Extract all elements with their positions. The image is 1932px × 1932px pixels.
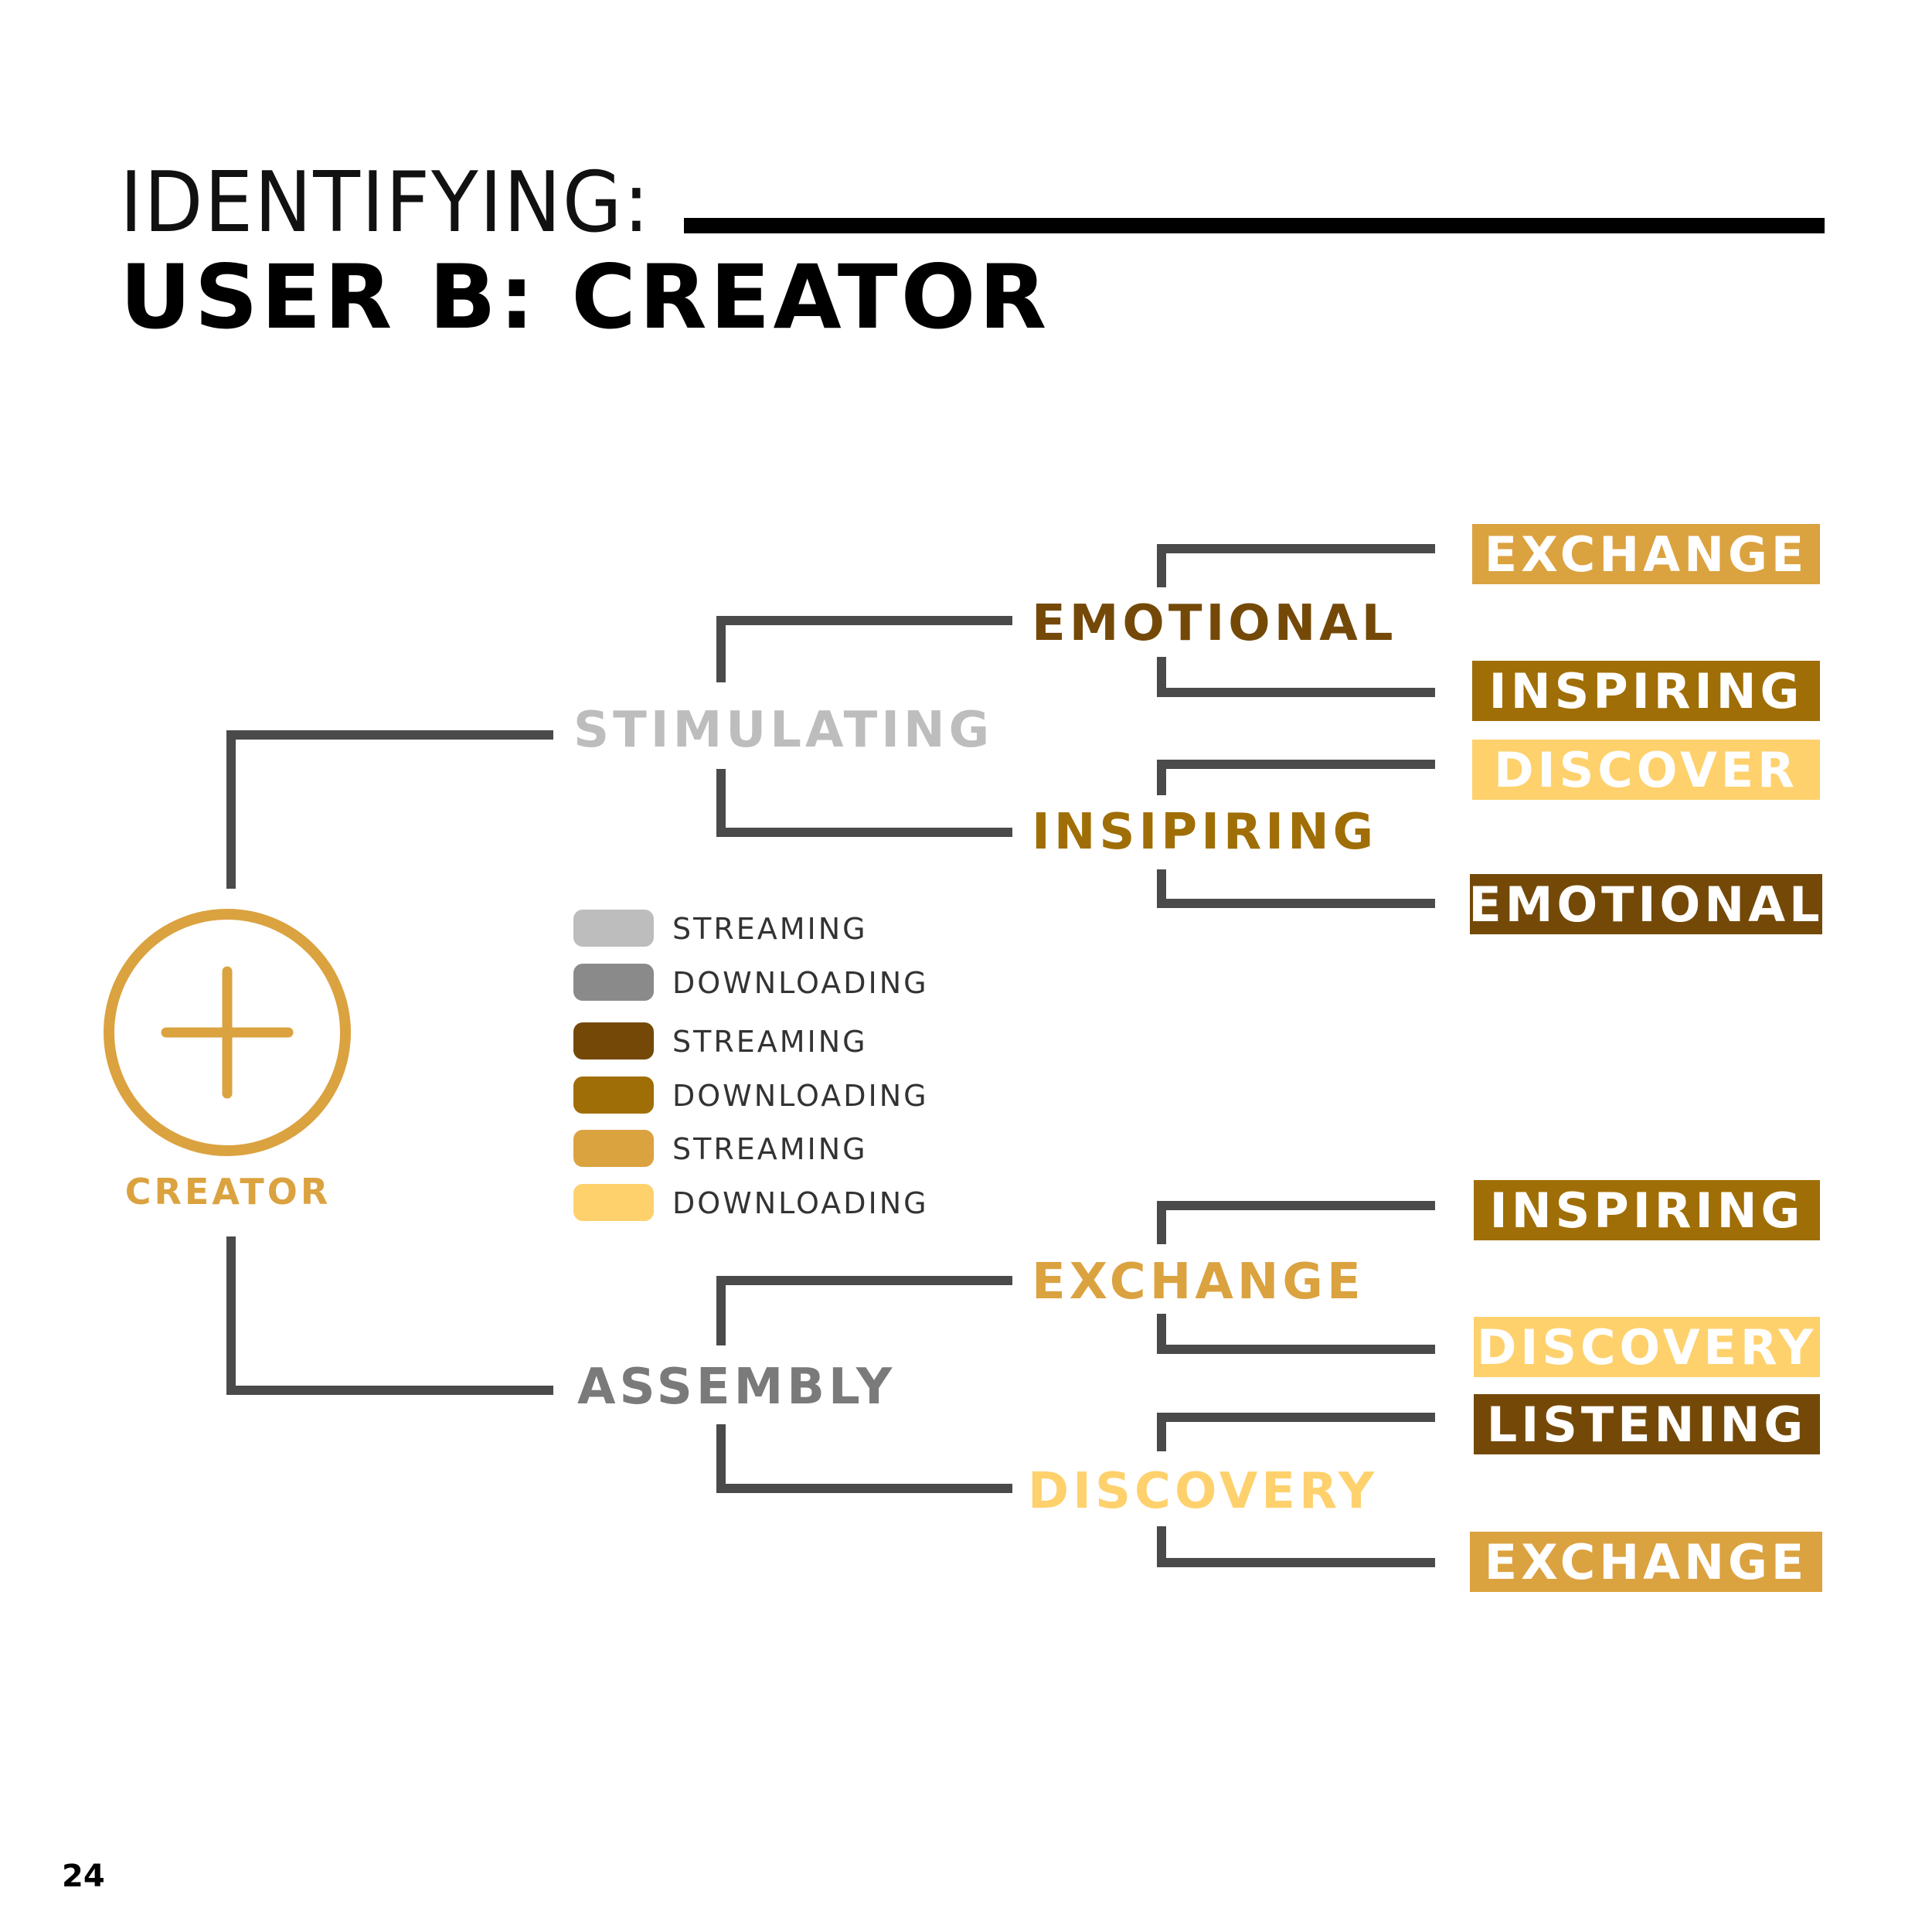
connector-emo-top-horizontal	[1157, 544, 1435, 553]
legend-label: DOWNLOADING	[672, 1186, 929, 1220]
title-line-1: IDENTIFYING:	[120, 155, 651, 251]
branch-stimulating: STIMULATING	[573, 702, 994, 759]
legend-swatch	[573, 964, 654, 1001]
connector-emo-bottom-vertical	[1157, 657, 1166, 697]
connector-asm-bottom-vertical	[716, 1424, 726, 1493]
sub-branch-discovery: DISCOVERY	[1028, 1463, 1379, 1520]
legend-swatch	[573, 910, 654, 947]
connector-stim-bottom-horizontal	[716, 828, 1012, 837]
connector-dis-bottom-vertical	[1157, 1526, 1166, 1567]
connector-exc-top-horizontal	[1157, 1201, 1435, 1210]
leaf-box: INSPIRING	[1472, 661, 1820, 721]
page-number: 24	[62, 1859, 105, 1894]
connector-asm-bottom-horizontal	[716, 1484, 1012, 1493]
connector-root-bottom-vertical	[226, 1236, 236, 1395]
connector-asm-top-vertical	[716, 1276, 726, 1345]
plus-circle-icon	[104, 909, 351, 1156]
connector-asm-top-horizontal	[716, 1276, 1012, 1285]
leaf-box: INSPIRING	[1474, 1180, 1820, 1240]
connector-ins-bottom-horizontal	[1157, 899, 1435, 908]
connector-stim-bottom-vertical	[716, 769, 726, 837]
connector-dis-top-horizontal	[1157, 1413, 1435, 1422]
connector-exc-bottom-horizontal	[1157, 1345, 1435, 1354]
leaf-box: EMOTIONAL	[1468, 874, 1822, 934]
connector-emo-top-vertical	[1157, 544, 1166, 587]
connector-root-bottom-horizontal	[226, 1386, 553, 1395]
creator-label: CREATOR	[124, 1171, 332, 1213]
sub-branch-insipiring: INSIPIRING	[1032, 804, 1378, 861]
connector-exc-bottom-vertical	[1157, 1314, 1166, 1354]
legend-label: DOWNLOADING	[672, 966, 929, 1000]
creator-node	[103, 908, 352, 1157]
title-rule	[684, 218, 1825, 233]
page-title: USER B: CREATOR	[120, 246, 1050, 349]
sub-branch-exchange: EXCHANGE	[1032, 1253, 1365, 1311]
connector-dis-top-vertical	[1157, 1413, 1166, 1451]
connector-stim-top-horizontal	[716, 616, 1012, 625]
connector-dis-bottom-horizontal	[1157, 1558, 1435, 1567]
legend-swatch	[573, 1184, 654, 1221]
connector-ins-top-horizontal	[1157, 760, 1435, 769]
legend-label: STREAMING	[672, 912, 868, 946]
connector-root-top-vertical	[226, 730, 236, 889]
leaf-box: DISCOVERY	[1474, 1317, 1820, 1377]
legend-swatch	[573, 1022, 654, 1060]
legend-swatch	[573, 1130, 654, 1167]
connector-root-top-horizontal	[226, 730, 553, 740]
legend-swatch	[573, 1077, 654, 1114]
connector-exc-top-vertical	[1157, 1201, 1166, 1244]
connector-stim-top-vertical	[716, 616, 726, 682]
legend-label: DOWNLOADING	[672, 1079, 929, 1113]
legend-label: STREAMING	[672, 1132, 868, 1166]
sub-branch-emotional: EMOTIONAL	[1032, 595, 1397, 652]
leaf-box: EXCHANGE	[1472, 524, 1820, 584]
connector-ins-bottom-vertical	[1157, 869, 1166, 908]
connector-emo-bottom-horizontal	[1157, 688, 1435, 697]
leaf-box: LISTENING	[1474, 1394, 1820, 1454]
leaf-box: DISCOVER	[1472, 740, 1820, 800]
legend-label: STREAMING	[672, 1025, 868, 1059]
leaf-box: EXCHANGE	[1470, 1532, 1822, 1592]
branch-assembly: ASSEMBLY	[577, 1359, 896, 1416]
